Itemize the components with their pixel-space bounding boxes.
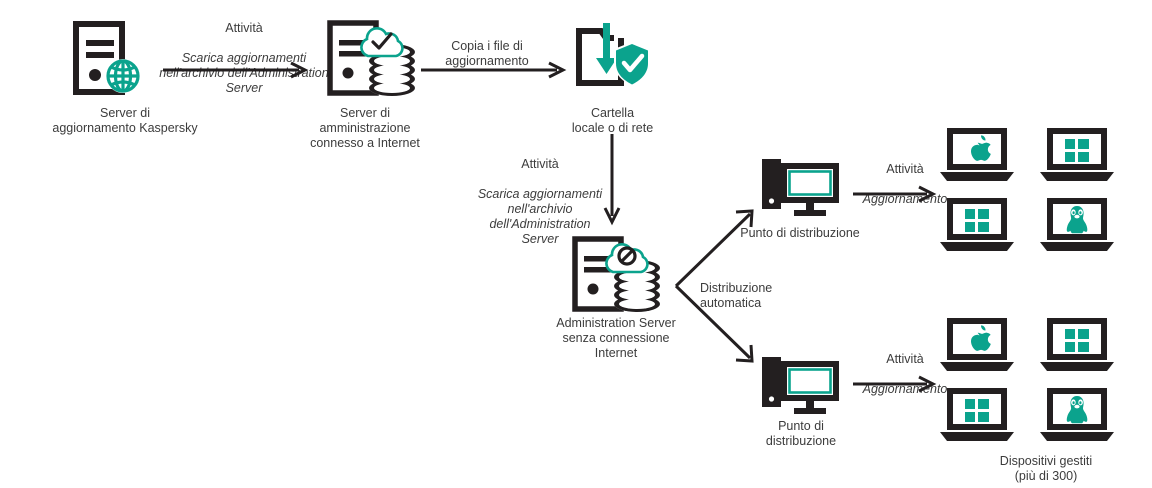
windows-logo-icon xyxy=(1065,139,1089,162)
server-database-cloud-blocked-icon xyxy=(572,236,660,312)
cloud-blocked-icon xyxy=(605,243,649,274)
arrow-admin-online-to-folder xyxy=(421,61,571,79)
laptop-windows-bottom-left xyxy=(940,386,1014,444)
arrow-dp-bottom-to-devices xyxy=(853,375,943,393)
node-administration-server-online xyxy=(325,18,417,98)
arrow-label-folder-to-admin-offline: Attività Scarica aggiornamenti nell'arch… xyxy=(450,142,630,262)
apple-logo-icon xyxy=(971,135,991,161)
arrow-label-admin-offline-to-distribution-points: Distribuzione automatica xyxy=(700,266,820,326)
arrow-folder-to-admin-offline xyxy=(603,134,621,230)
laptop-icon xyxy=(940,388,1014,441)
laptop-linux-top xyxy=(1040,196,1114,254)
caption-kaspersky-update-server: Server di aggiornamento Kaspersky xyxy=(52,106,198,135)
arrow-label-regular: Attività xyxy=(886,352,924,366)
server-globe-icon xyxy=(73,21,140,95)
laptop-icon xyxy=(940,128,1014,181)
server-database-cloud-check-icon xyxy=(327,20,415,96)
download-arrow-icon xyxy=(596,23,617,74)
desktop-computer-icon xyxy=(762,357,839,414)
arrow-label-kaspersky-to-admin-online: Attività Scarica aggiornamenti nell'arch… xyxy=(148,6,340,111)
arrow-label-regular: Attività xyxy=(225,21,263,35)
laptop-icon xyxy=(940,318,1014,371)
windows-logo-icon xyxy=(1065,329,1089,352)
node-distribution-point-top xyxy=(760,157,842,219)
windows-logo-icon xyxy=(965,399,989,422)
apple-logo-icon xyxy=(971,325,991,351)
laptop-windows-bottom-right xyxy=(1040,316,1114,374)
laptop-icon xyxy=(940,198,1014,251)
arrow-kaspersky-to-admin-online xyxy=(163,61,313,79)
laptop-icon xyxy=(1040,128,1114,181)
folder-download-shield-icon xyxy=(576,23,650,86)
laptop-icon xyxy=(1040,318,1114,371)
linux-penguin-icon xyxy=(1066,396,1088,424)
caption-distribution-point-bottom: Punto di distribuzione xyxy=(765,419,837,448)
arrow-label-regular: Attività xyxy=(886,162,924,176)
laptop-icon xyxy=(1040,388,1114,441)
caption-distribution-point-top: Punto di distribuzione xyxy=(740,226,860,240)
laptop-apple-top xyxy=(940,126,1014,184)
laptop-windows-top-right xyxy=(1040,126,1114,184)
arrow-label-regular: Attività xyxy=(521,157,559,171)
laptop-linux-bottom xyxy=(1040,386,1114,444)
arrow-dp-top-to-devices xyxy=(853,185,943,203)
cloud-check-icon xyxy=(360,27,404,58)
caption-managed-devices: Dispositivi gestiti (più di 300) xyxy=(999,454,1093,483)
node-distribution-point-bottom xyxy=(760,355,842,417)
node-local-network-folder xyxy=(572,18,652,98)
linux-penguin-icon xyxy=(1066,206,1088,234)
desktop-computer-icon xyxy=(762,159,839,216)
arrow-label-admin-online-to-folder: Copia i file di aggiornamento xyxy=(412,24,562,84)
arrow-admin-offline-to-distribution-points xyxy=(672,200,772,372)
arrow-label-italic: Scarica aggiornamenti nell'archivio dell… xyxy=(477,187,603,246)
arrow-label-regular: Distribuzione automatica xyxy=(700,281,773,310)
node-administration-server-offline xyxy=(570,234,662,314)
arrow-label-regular: Copia i file di aggiornamento xyxy=(445,39,529,68)
caption-administration-server-online: Server di amministrazione connesso a Int… xyxy=(310,106,420,150)
laptop-apple-bottom xyxy=(940,316,1014,374)
laptop-icon xyxy=(1040,198,1114,251)
caption-local-network-folder: Cartella locale o di rete xyxy=(571,106,654,135)
shield-check-icon xyxy=(614,42,650,86)
laptop-windows-top-left xyxy=(940,196,1014,254)
caption-administration-server-offline: Administration Server senza connessione … xyxy=(556,316,676,360)
windows-logo-icon xyxy=(965,209,989,232)
arrow-label-italic: Scarica aggiornamenti nell'archivio dell… xyxy=(159,51,329,95)
node-kaspersky-update-server xyxy=(70,18,150,98)
